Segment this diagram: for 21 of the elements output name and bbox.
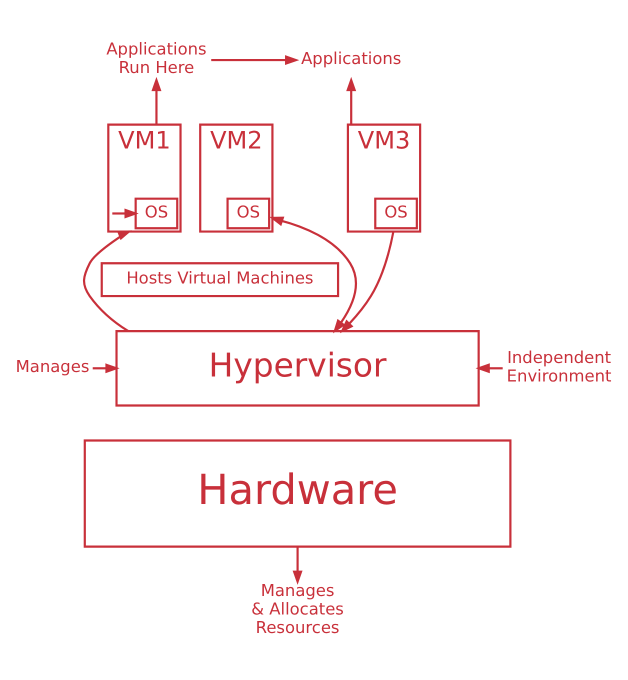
node-box: Hypervisor [115, 330, 480, 407]
arrow [112, 208, 139, 218]
node-text: Manages [16, 357, 90, 376]
node-box: OS [226, 198, 270, 230]
node-text: Independent Environment [506, 348, 612, 386]
node-box: OS [134, 198, 178, 230]
arrow [211, 55, 300, 66]
node-text: Applications Run Here [106, 40, 207, 78]
node-text: Manages & Allocates Resources [251, 580, 344, 638]
node-box: OS [374, 198, 418, 230]
arrow [269, 216, 357, 334]
arrow [346, 76, 356, 125]
arrow [340, 231, 394, 334]
node-box: Hosts Virtual Machines [100, 262, 340, 298]
arrow [292, 546, 303, 585]
node-box: Hardware [84, 439, 512, 548]
arrow [476, 363, 503, 374]
node-text: Applications [301, 48, 402, 68]
arrow [92, 363, 120, 374]
arrow [151, 76, 162, 125]
arrow [82, 230, 132, 332]
